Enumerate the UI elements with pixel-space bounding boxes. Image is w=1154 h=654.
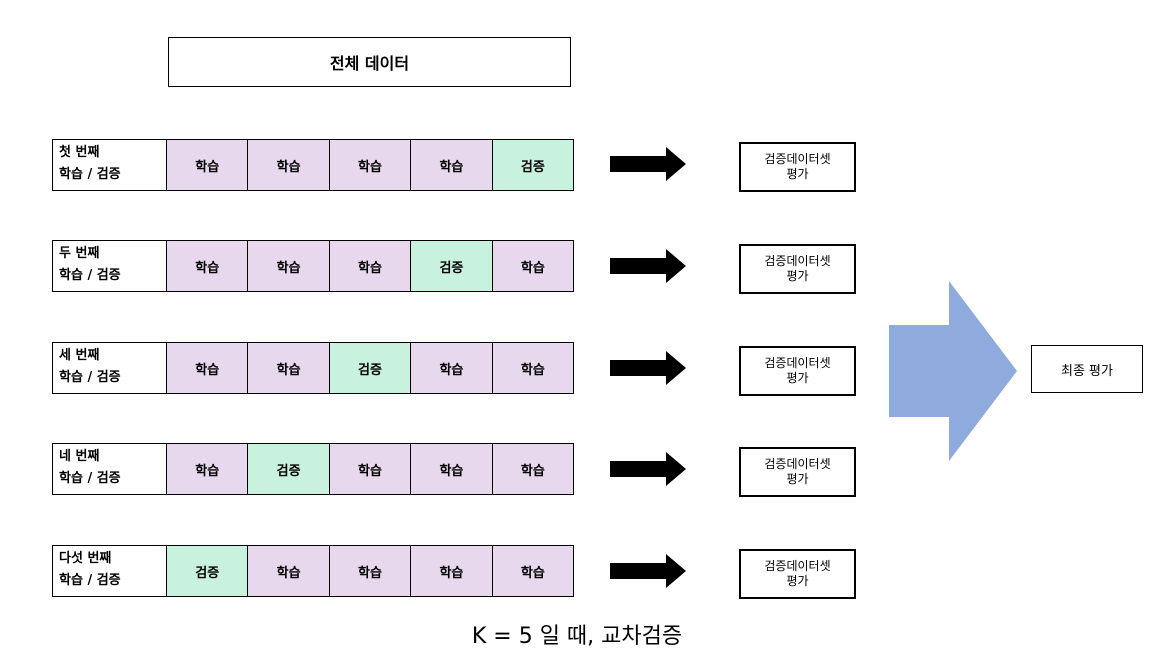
fold-cell: 학습: [492, 343, 574, 393]
round-sub: 학습 / 검증: [59, 167, 121, 182]
fold-cell: 학습: [248, 241, 330, 291]
fold-row-5: 다섯 번째 학습 / 검증 검증 학습 학습 학습 학습: [52, 545, 574, 597]
fold-row-3: 세 번째 학습 / 검증 학습 학습 검증 학습 학습: [52, 342, 574, 394]
final-eval-box: 최종 평가: [1031, 345, 1143, 393]
caption: K = 5 일 때, 교차검증: [471, 624, 683, 649]
fold-row-4: 네 번째 학습 / 검증 학습 검증 학습 학습 학습: [52, 443, 574, 495]
fold-cell: 학습: [167, 140, 249, 190]
fold-cell: 학습: [329, 241, 412, 291]
fold-cell: 학습: [329, 140, 412, 190]
round-name: 두 번째: [59, 246, 100, 261]
arrow-right-icon: [610, 351, 686, 385]
round-sub: 학습 / 검증: [59, 573, 121, 588]
fold-cell: 검증: [492, 140, 574, 190]
validation-eval-box: 검증데이터셋 평가: [739, 447, 856, 497]
round-name: 첫 번째: [59, 145, 100, 160]
round-sub: 학습 / 검증: [59, 370, 121, 385]
round-name: 다섯 번째: [59, 551, 112, 566]
fold-row-2: 두 번째 학습 / 검증 학습 학습 학습 검증 학습: [52, 240, 574, 292]
round-label: 네 번째 학습 / 검증: [53, 444, 167, 494]
fold-cell: 학습: [167, 241, 249, 291]
round-name: 세 번째: [59, 348, 100, 363]
eval-line: 평가: [786, 574, 809, 588]
full-data-box: 전체 데이터: [168, 37, 571, 87]
round-label: 첫 번째 학습 / 검증: [53, 140, 167, 190]
fold-cell: 학습: [411, 140, 493, 190]
round-label: 세 번째 학습 / 검증: [53, 343, 167, 393]
fold-cell: 학습: [167, 444, 249, 494]
validation-eval-box: 검증데이터셋 평가: [739, 142, 856, 192]
eval-line: 검증데이터셋: [764, 152, 831, 166]
fold-cell: 학습: [411, 343, 493, 393]
fold-cell: 검증: [248, 444, 330, 494]
fold-cell: 학습: [329, 444, 412, 494]
fold-cell: 학습: [248, 343, 330, 393]
fold-cell: 검증: [167, 546, 249, 596]
fold-cell: 학습: [411, 546, 493, 596]
eval-line: 검증데이터셋: [764, 559, 831, 573]
fold-cell: 학습: [248, 546, 330, 596]
fold-cell: 학습: [492, 241, 574, 291]
arrow-right-icon: [610, 452, 686, 486]
round-label: 다섯 번째 학습 / 검증: [53, 546, 167, 596]
eval-line: 검증데이터셋: [764, 356, 831, 370]
validation-eval-box: 검증데이터셋 평가: [739, 549, 856, 599]
round-name: 네 번째: [59, 449, 100, 464]
fold-cell: 학습: [411, 444, 493, 494]
fold-cell: 검증: [411, 241, 493, 291]
eval-line: 검증데이터셋: [764, 457, 831, 471]
validation-eval-box: 검증데이터셋 평가: [739, 244, 856, 294]
fold-cell: 학습: [167, 343, 249, 393]
fold-cell: 학습: [248, 140, 330, 190]
arrow-right-icon: [610, 249, 686, 283]
validation-eval-box: 검증데이터셋 평가: [739, 346, 856, 396]
big-arrow-right-icon: [889, 281, 1017, 461]
arrow-right-icon: [610, 147, 686, 181]
round-label: 두 번째 학습 / 검증: [53, 241, 167, 291]
eval-line: 평가: [786, 472, 809, 486]
fold-cell: 학습: [492, 444, 574, 494]
eval-line: 평가: [786, 167, 809, 181]
eval-line: 평가: [786, 371, 809, 385]
full-data-label: 전체 데이터: [329, 54, 410, 73]
fold-cell: 검증: [329, 343, 412, 393]
eval-line: 평가: [786, 269, 809, 283]
fold-row-1: 첫 번째 학습 / 검증 학습 학습 학습 학습 검증: [52, 139, 574, 191]
final-eval-label: 최종 평가: [1061, 363, 1113, 379]
fold-cell: 학습: [329, 546, 412, 596]
arrow-right-icon: [610, 554, 686, 588]
fold-cell: 학습: [492, 546, 574, 596]
round-sub: 학습 / 검증: [59, 471, 121, 486]
eval-line: 검증데이터셋: [764, 254, 831, 268]
round-sub: 학습 / 검증: [59, 268, 121, 283]
